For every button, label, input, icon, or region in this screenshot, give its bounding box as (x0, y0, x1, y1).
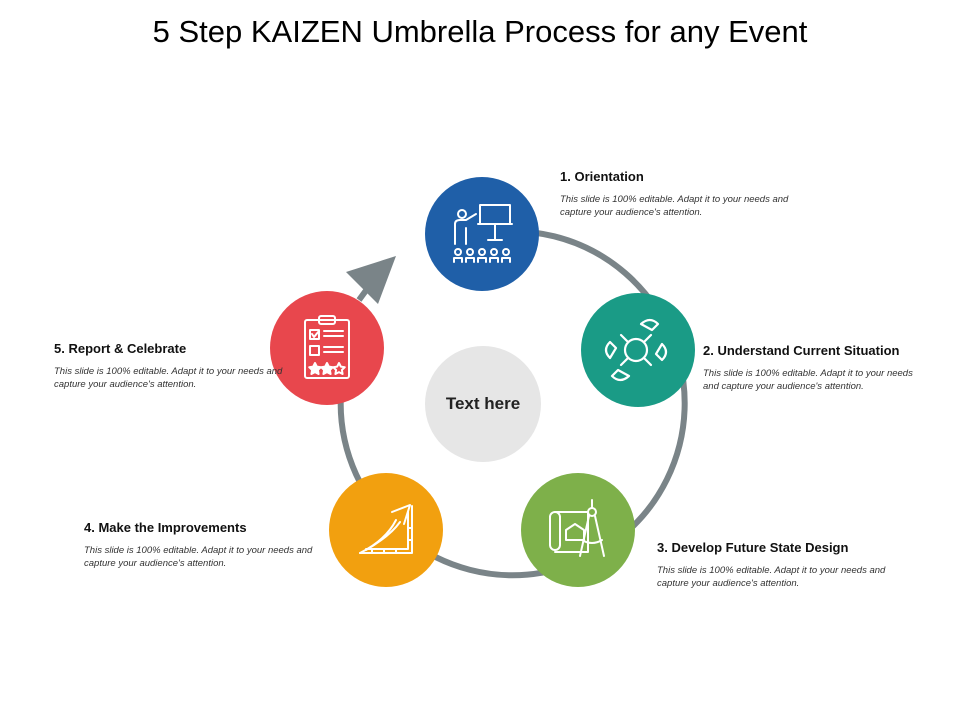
clipboard-rating-icon (304, 315, 350, 379)
step-3-node[interactable] (521, 473, 635, 587)
step-1-circle (425, 177, 539, 291)
ring-arrow-shaft (356, 283, 373, 302)
step-1-text: 1. Orientation This slide is 100% editab… (560, 169, 800, 219)
step-3-title: 3. Develop Future State Design (657, 540, 849, 555)
table-chairs-icon (604, 318, 668, 382)
page-title: 5 Step KAIZEN Umbrella Process for any E… (152, 14, 808, 49)
step-4-title: 4. Make the Improvements (84, 520, 247, 535)
center-circle (425, 346, 541, 462)
step-3-description: This slide is 100% editable. Adapt it to… (657, 565, 886, 589)
step-5-title: 5. Report & Celebrate (54, 341, 187, 356)
step-5-text: 5. Report & Celebrate This slide is 100%… (54, 341, 294, 391)
step-4-text: 4. Make the Improvements This slide is 1… (84, 520, 324, 570)
step-1-title: 1. Orientation (560, 169, 644, 184)
blueprint-compass-icon (549, 499, 605, 557)
step-2-title: 2. Understand Current Situation (703, 343, 900, 358)
step-3-circle (521, 473, 635, 587)
step-2-text: 2. Understand Current Situation This sli… (703, 343, 943, 393)
step-3-text: 3. Develop Future State Design This slid… (657, 540, 897, 590)
step-5-node[interactable] (270, 291, 384, 405)
step-4-node[interactable] (329, 473, 443, 587)
step-2-description: This slide is 100% editable. Adapt it to… (703, 368, 913, 392)
center-label: Text here (445, 394, 521, 413)
presentation-audience-icon (453, 204, 513, 263)
step-2-node[interactable] (581, 293, 695, 407)
step-2-circle (581, 293, 695, 407)
step-1-node[interactable] (425, 177, 539, 291)
ring-arrowhead (346, 256, 396, 304)
step-1-description: This slide is 100% editable. Adapt it to… (560, 194, 789, 218)
growth-arrow-icon (359, 504, 413, 554)
step-5-description: This slide is 100% editable. Adapt it to… (54, 366, 283, 390)
step-4-description: This slide is 100% editable. Adapt it to… (84, 545, 313, 569)
step-4-circle (329, 473, 443, 587)
